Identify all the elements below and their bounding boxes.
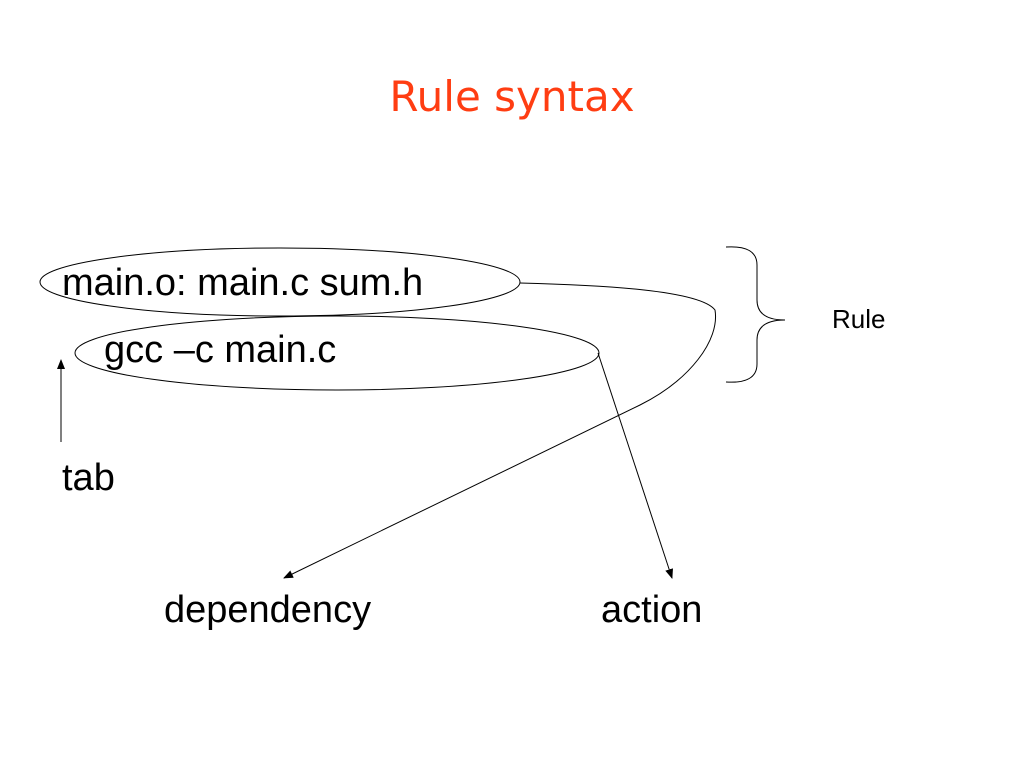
target-line-ellipse [39, 247, 521, 317]
rule-brace [725, 246, 786, 383]
action-annotation: action [601, 589, 703, 631]
rule-brace-label: Rule [832, 304, 886, 334]
slide-title: Rule syntax [389, 72, 635, 121]
tab-annotation: tab [62, 457, 115, 499]
command-line-ellipse [74, 315, 600, 391]
rule-target-line: main.o: main.c sum.h [62, 262, 424, 304]
rule-command-line: gcc –c main.c [104, 329, 337, 371]
action-arrow [597, 352, 673, 579]
dependency-arrow [283, 282, 717, 579]
dependency-annotation: dependency [164, 589, 372, 631]
